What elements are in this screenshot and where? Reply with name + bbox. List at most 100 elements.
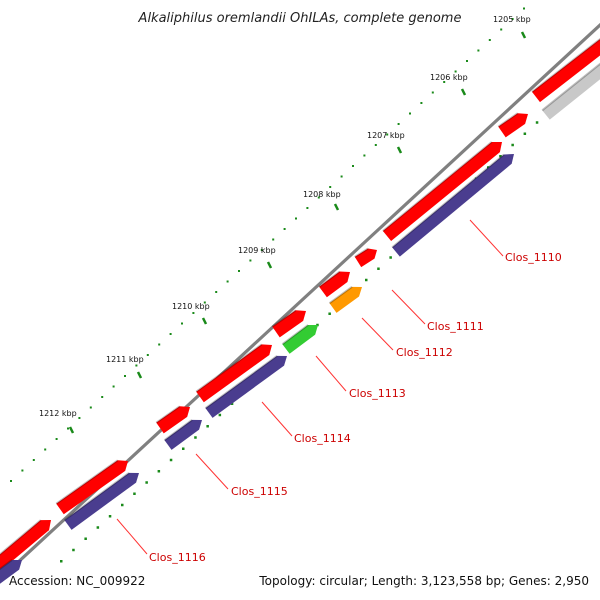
inner-dot [182, 447, 185, 450]
misc-feature-arrow-shade [541, 62, 600, 112]
ruler-dot [44, 448, 47, 451]
inner-dot [108, 515, 112, 518]
inner-dot [377, 267, 380, 270]
inner-dot [84, 537, 87, 540]
gene-arrow [382, 142, 502, 242]
inner-dot [157, 470, 161, 473]
ruler-dot [203, 301, 206, 304]
cds-arrow-shade [204, 355, 278, 409]
ruler-dot [363, 154, 366, 157]
major-tick [333, 203, 340, 211]
ruler-dot [21, 469, 24, 472]
gene-arrow [156, 406, 190, 434]
ruler-dot [431, 91, 434, 94]
gene-arrow-shade [318, 270, 341, 288]
ruler-dot [352, 165, 354, 167]
ruler-dot [181, 322, 183, 325]
ruler-dot [135, 364, 138, 367]
ruler-dot [477, 49, 480, 52]
gene-arrow-shade [271, 309, 297, 328]
rna-arrow-green [282, 325, 318, 354]
accession-text: Accession: NC_009922 [9, 574, 146, 588]
gene-arrow [354, 248, 377, 268]
ruler-dot [146, 354, 149, 356]
inner-dot [511, 143, 514, 147]
ruler-dot [466, 60, 468, 62]
inner-dot [328, 312, 331, 315]
inner-tick-dots [60, 76, 588, 563]
inner-dot [230, 402, 234, 405]
leader-line [361, 317, 394, 351]
gene-arrow-shade [382, 141, 493, 232]
kbp-label: 1209 kbp [238, 246, 276, 255]
ruler-dot [226, 280, 229, 283]
leader-line [469, 219, 504, 257]
gene-label: Clos_1114 [294, 432, 351, 445]
ruler-dot [215, 291, 218, 293]
kbp-label: 1210 kbp [172, 302, 210, 311]
gene-arrow-shade [155, 405, 181, 424]
ruler-dot [158, 343, 161, 346]
ruler-dot [329, 186, 332, 188]
ruler-dot [169, 333, 172, 335]
inner-dot [145, 481, 148, 484]
ruler-dot [260, 249, 263, 251]
rna-arrow-green-shade [281, 324, 309, 346]
ruler-dot [101, 396, 104, 398]
major-ticks [68, 31, 527, 434]
ruler-dot [89, 406, 92, 409]
leader-line [261, 401, 293, 437]
inner-dot [499, 155, 502, 158]
kbp-label: 1208 kbp [303, 190, 341, 199]
gene-arrow-shade [0, 519, 42, 556]
gene-label: Clos_1112 [396, 346, 453, 359]
major-tick [266, 261, 273, 269]
inner-dot [169, 458, 173, 462]
ruler-dot [306, 207, 309, 209]
ruler-dot [454, 70, 457, 73]
ruler-dot [249, 259, 252, 262]
gene-arrow-shade [354, 247, 369, 258]
cds-arrow-shade [163, 419, 193, 441]
gene-arrow [319, 271, 350, 298]
gene-arrow [272, 310, 306, 338]
ruler-dot [386, 133, 389, 136]
inner-dot [206, 425, 209, 428]
cds-arrow [64, 472, 139, 530]
inner-dot [365, 278, 368, 282]
gene-arrow [196, 344, 272, 403]
inner-dot [72, 548, 75, 552]
inner-dot [194, 436, 197, 439]
cds-arrow-shade [391, 153, 505, 249]
ruler-dot [32, 459, 35, 461]
ruler-dot [523, 7, 525, 10]
gene-arrow-shade [531, 37, 600, 93]
ruler-dot [374, 144, 377, 146]
gene-arrow [0, 520, 51, 572]
ruler-dot [283, 228, 286, 230]
leader-line [116, 518, 148, 555]
ruler-dot [272, 238, 275, 241]
rna-arrow-orange [329, 286, 362, 313]
map-title: Alkaliphilus oremlandii OhILAs, complete… [138, 11, 462, 26]
ruler-dot [238, 270, 240, 272]
ruler-dot [420, 102, 423, 104]
ruler-dot [397, 123, 400, 125]
inner-dot [535, 121, 539, 124]
gene-arrow [498, 113, 528, 138]
ruler-dot [78, 417, 81, 419]
gene-arrow [56, 460, 129, 515]
ruler-dot [511, 18, 514, 20]
gene-label: Clos_1111 [427, 320, 484, 333]
kbp-label: 1206 kbp [430, 73, 468, 82]
kbp-label: 1212 kbp [39, 409, 77, 418]
inner-dot [133, 492, 136, 495]
ruler-dot [488, 39, 491, 41]
inner-dot [60, 560, 63, 563]
major-tick [136, 371, 143, 379]
kbp-label: 1207 kbp [367, 131, 405, 140]
inner-dot [121, 503, 124, 507]
gene-arrow-shade [55, 459, 119, 505]
gene-arrow-shade [497, 112, 519, 128]
leader-line [195, 453, 229, 490]
